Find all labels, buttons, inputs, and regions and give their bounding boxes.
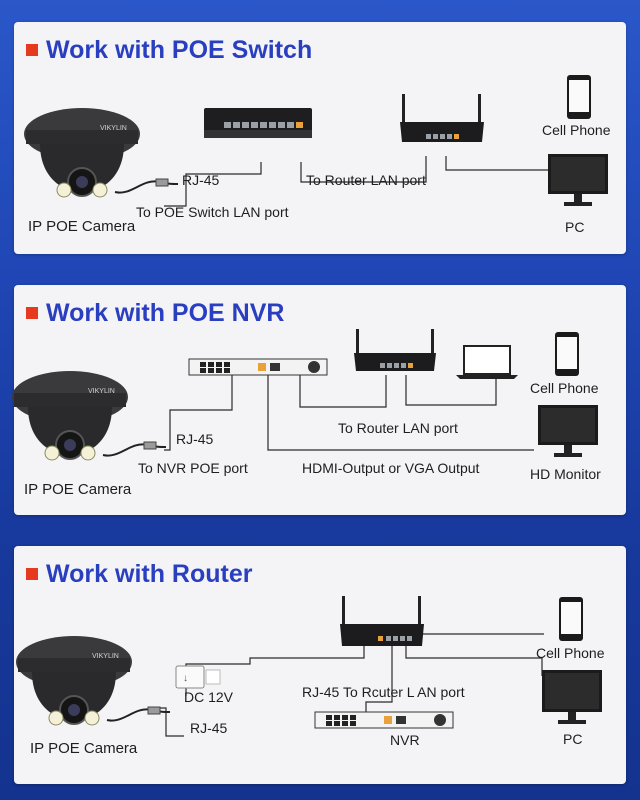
monitor-label: HD Monitor: [530, 466, 601, 482]
phone-label: Cell Phone: [530, 380, 599, 396]
panel-title: Work with POE NVR: [46, 299, 285, 327]
connection-lines: [164, 156, 552, 207]
panel-poe-switch: Work with POE Switch VIKYLIN: [14, 22, 626, 254]
camera-label: IP POE Camera: [30, 740, 138, 757]
router-icon: [354, 329, 436, 371]
svg-text:VIKYLIN: VIKYLIN: [88, 388, 115, 395]
power-adapter-icon: ↓: [175, 665, 221, 689]
camera-label: IP POE Camera: [24, 481, 132, 498]
router-icon: [340, 596, 424, 646]
pc-label: PC: [565, 219, 585, 235]
svg-text:VIKYLIN: VIKYLIN: [100, 125, 127, 132]
router-port-label: RJ-45 To Rcuter L AN port: [302, 684, 465, 700]
cell-phone-icon: [567, 75, 591, 119]
switch-port-label: To POE Switch LAN port: [136, 204, 289, 220]
phone-label: Cell Phone: [542, 122, 611, 138]
hdmi-label: HDMI-Output or VGA Output: [302, 460, 480, 476]
phone-label: Cell Phone: [536, 645, 605, 661]
cable-label: RJ-45: [176, 431, 214, 447]
nvr-icon: [188, 358, 328, 376]
pc-monitor-icon: [548, 154, 608, 206]
svg-text:VIKYLIN: VIKYLIN: [92, 653, 119, 660]
router-port-label: To Router LAN port: [306, 172, 426, 188]
dome-camera-icon: VIKYLIN: [16, 636, 171, 726]
dome-camera-icon: VIKYLIN: [12, 371, 167, 461]
connection-lines: [164, 375, 534, 451]
panel-title: Work with Router: [46, 560, 253, 588]
router-icon: [400, 94, 484, 142]
pc-label: PC: [563, 731, 583, 747]
laptop-icon: [456, 345, 518, 379]
camera-label: IP POE Camera: [28, 218, 136, 235]
title-bullet: [26, 568, 38, 580]
nvr-icon: [314, 711, 454, 729]
cable-label: RJ-45: [182, 172, 220, 188]
nvr-label: NVR: [390, 732, 420, 748]
title-bullet: [26, 44, 38, 56]
panel-router: Work with Router VIKYLIN ↓: [14, 546, 626, 784]
cell-phone-icon: [555, 332, 579, 376]
panel-title: Work with POE Switch: [46, 36, 313, 64]
cable-label: RJ-45: [190, 720, 228, 736]
title-bullet: [26, 307, 38, 319]
panel-poe-nvr: Work with POE NVR VIKYLIN: [12, 285, 626, 515]
router-port-label: To Router LAN port: [338, 420, 458, 436]
dc-label: DC 12V: [184, 689, 234, 705]
svg-text:↓: ↓: [183, 673, 188, 684]
pc-monitor-icon: [542, 670, 602, 724]
poe-switch-icon: [204, 108, 312, 138]
cell-phone-icon: [559, 597, 583, 641]
dome-camera-icon: VIKYLIN: [24, 108, 179, 198]
nvr-port-label: To NVR POE port: [138, 460, 248, 476]
hd-monitor-icon: [538, 405, 598, 457]
